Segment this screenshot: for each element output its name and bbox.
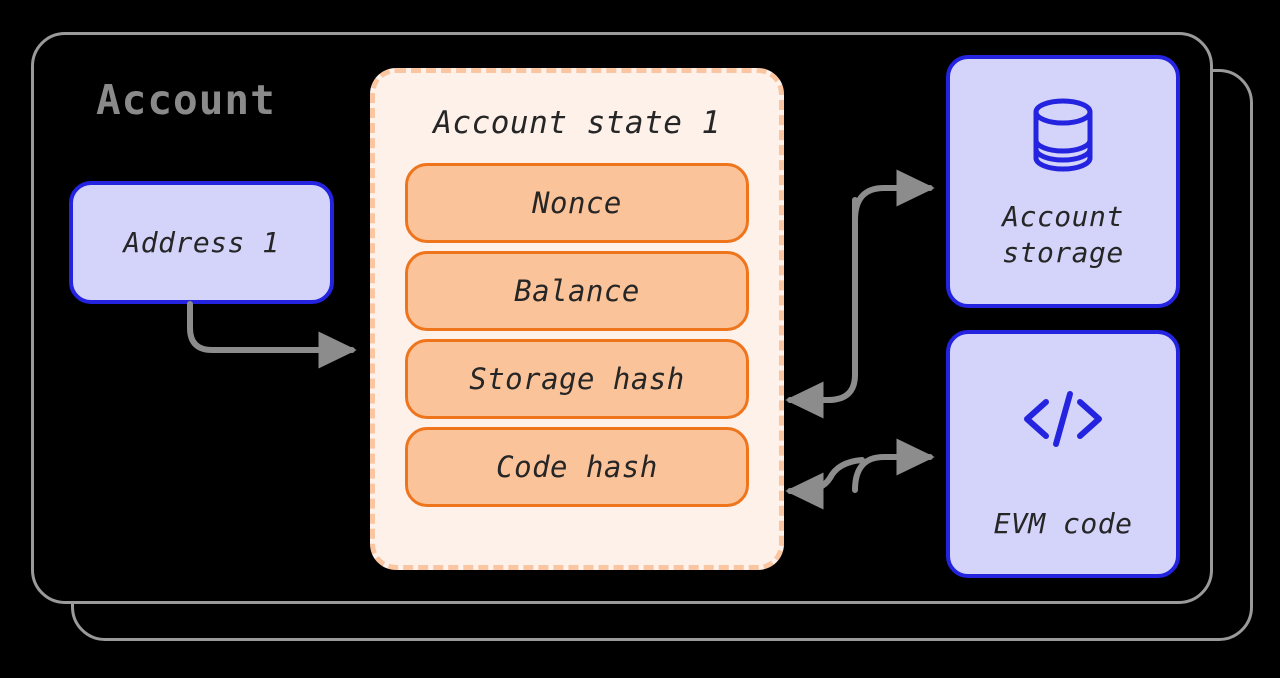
address-box[interactable]: Address 1	[69, 181, 334, 304]
field-label: Balance	[514, 274, 640, 308]
evm-code-label: EVM code	[993, 507, 1133, 541]
account-storage-label-line1: Account	[1002, 200, 1124, 234]
evm-code-box[interactable]: EVM code	[946, 330, 1180, 578]
field-row-balance[interactable]: Balance	[405, 251, 749, 331]
field-label: Storage hash	[469, 362, 685, 396]
code-brackets-icon	[1020, 388, 1106, 457]
field-row-code-hash[interactable]: Code hash	[405, 427, 749, 507]
account-storage-label: Account storage	[1002, 199, 1124, 271]
database-icon	[1031, 98, 1095, 179]
account-state-box[interactable]: Account state 1 Nonce Balance Storage ha…	[370, 68, 784, 570]
field-label: Code hash	[496, 450, 658, 484]
account-storage-box[interactable]: Account storage	[946, 55, 1180, 308]
account-state-field-list: Nonce Balance Storage hash Code hash	[375, 163, 779, 507]
field-row-nonce[interactable]: Nonce	[405, 163, 749, 243]
field-label: Nonce	[532, 186, 622, 220]
address-label: Address 1	[123, 225, 280, 259]
page-title: Account	[96, 76, 276, 124]
account-storage-label-line2: storage	[1002, 236, 1124, 269]
field-row-storage-hash[interactable]: Storage hash	[405, 339, 749, 419]
account-state-title: Account state 1	[433, 105, 721, 141]
